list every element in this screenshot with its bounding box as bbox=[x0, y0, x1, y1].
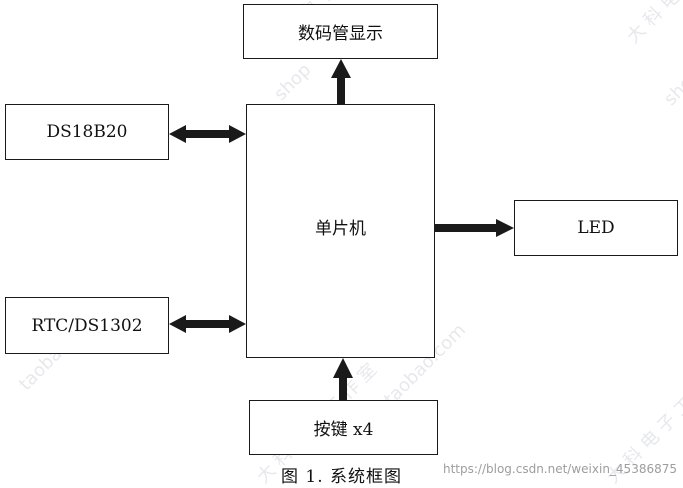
watermark-url: https://blog.csdn.net/weixin_45386875 bbox=[442, 462, 677, 476]
mcu-label: 单片机 bbox=[315, 218, 366, 239]
display-label: 数码管显示 bbox=[298, 24, 383, 44]
ds18b20-label: DS18B20 bbox=[46, 122, 128, 142]
led-block: LED bbox=[514, 200, 678, 256]
display-block: 数码管显示 bbox=[243, 4, 438, 59]
ds18b20-block: DS18B20 bbox=[5, 104, 169, 160]
mcu-block: 单片机 bbox=[246, 104, 435, 358]
led-label: LED bbox=[577, 218, 615, 238]
watermark-shop-top: shop bbox=[270, 59, 316, 105]
watermark-cn-right: 大 科 电 子 工 作 室 bbox=[620, 0, 683, 48]
rtc-label: RTC/DS1302 bbox=[31, 315, 143, 336]
figure-caption: 图 1. 系统框图 bbox=[280, 467, 403, 487]
keys-label: 按键 x4 bbox=[313, 420, 374, 440]
watermark-shop-right: shop bbox=[660, 64, 683, 110]
arrow-mcu-to-display bbox=[331, 59, 351, 104]
arrow-mcu-to-led bbox=[435, 219, 514, 237]
arrow-ds18b20-mcu bbox=[169, 125, 246, 143]
rtc-block: RTC/DS1302 bbox=[5, 297, 169, 354]
arrow-rtc-mcu bbox=[169, 315, 246, 333]
keys-block: 按键 x4 bbox=[249, 400, 438, 455]
